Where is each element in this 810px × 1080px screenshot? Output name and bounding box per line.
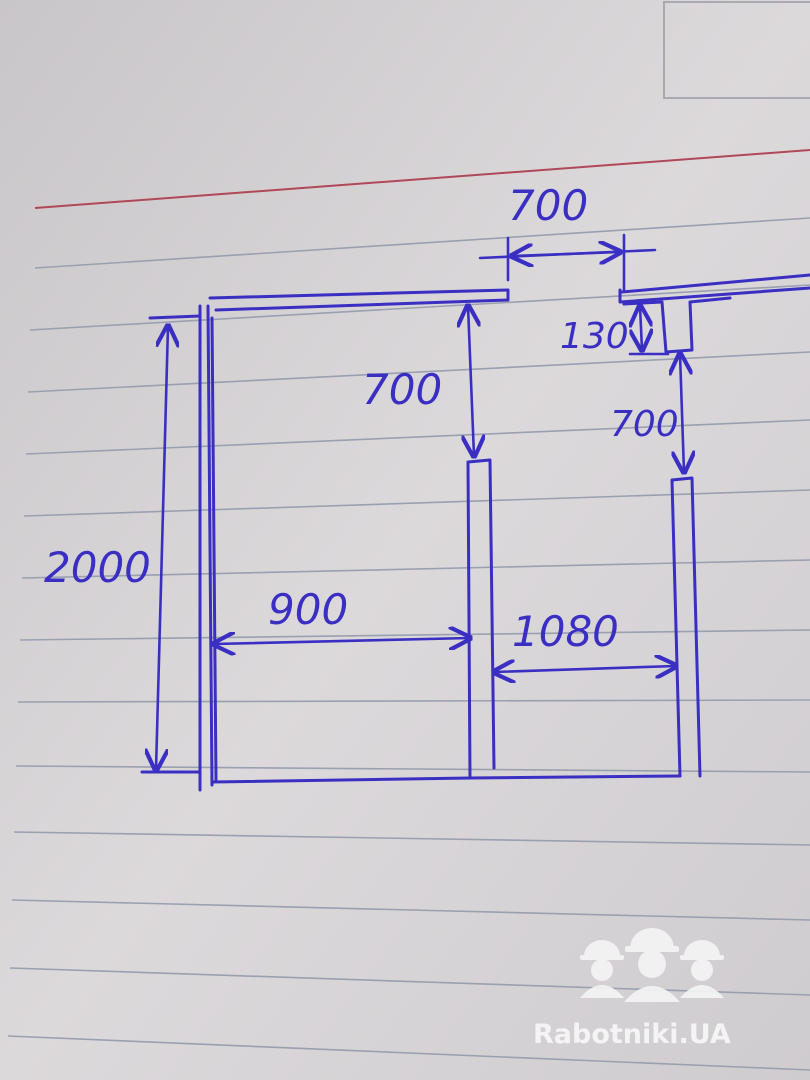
total-height-label: 2000 bbox=[44, 543, 151, 592]
watermark-logo bbox=[580, 928, 724, 1002]
right-partition bbox=[670, 476, 702, 778]
left-opening-dimension bbox=[214, 638, 470, 644]
right-ceiling-beam-top bbox=[620, 273, 810, 294]
watermark-text: Rabotniki.UA bbox=[533, 1019, 731, 1050]
header-box bbox=[663, 1, 810, 99]
soffit-box bbox=[622, 296, 732, 354]
ruled-line bbox=[13, 831, 810, 846]
worker-icon bbox=[624, 928, 680, 1002]
right-opening-dimension bbox=[494, 666, 676, 672]
height-dimension bbox=[156, 326, 168, 770]
floor-plan-sketch bbox=[140, 273, 810, 792]
ceiling-line bbox=[148, 314, 202, 320]
worker-icon bbox=[580, 940, 624, 998]
ruled-line bbox=[34, 217, 810, 269]
ruled-line bbox=[9, 967, 810, 996]
top-gap-label: 700 bbox=[508, 181, 588, 230]
left-ceiling-beam bbox=[208, 288, 510, 312]
ruled-line bbox=[29, 284, 810, 331]
soffit-depth-label: 130 bbox=[560, 316, 629, 357]
soffit-dimension bbox=[640, 306, 642, 350]
margin-line bbox=[34, 149, 810, 209]
left-wall-inner-2 bbox=[210, 316, 218, 782]
dimension-lines bbox=[156, 233, 684, 770]
right-ceiling-beam bbox=[618, 286, 810, 304]
left-drop-dimension bbox=[468, 306, 474, 456]
left-drop-label: 700 bbox=[362, 365, 442, 414]
left-opening-label: 900 bbox=[268, 585, 348, 634]
left-wall-inner bbox=[206, 304, 214, 787]
right-drop-dimension bbox=[680, 354, 684, 472]
ruled-line bbox=[7, 1035, 810, 1071]
ruled-line bbox=[11, 899, 810, 921]
right-opening-label: 1080 bbox=[512, 607, 619, 656]
worker-icon bbox=[680, 940, 724, 998]
top-gap-dimension bbox=[512, 252, 620, 256]
right-drop-label: 700 bbox=[610, 404, 679, 445]
middle-partition bbox=[466, 458, 496, 780]
